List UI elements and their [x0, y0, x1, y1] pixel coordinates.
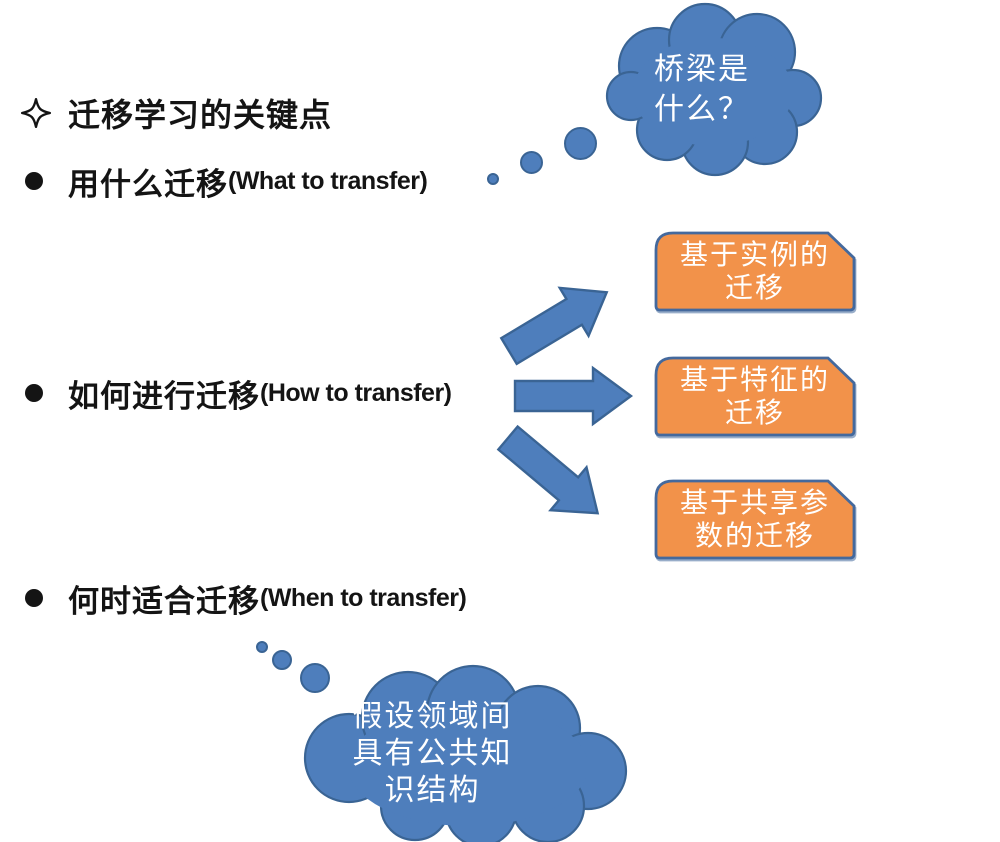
cloud-assumption-text: 假设领域间 具有公共知 识结构	[270, 698, 595, 809]
bullet-row-how-to-transfer: 如何进行迁移 (How to transfer)	[25, 372, 452, 414]
cloud-bridge-line: 什么？	[654, 93, 750, 126]
box-bg-shape	[654, 356, 856, 437]
arrows-group	[496, 286, 634, 515]
arrow-to-parameter-box	[496, 424, 600, 515]
cloud-assumption-line: 具有公共知	[352, 737, 513, 770]
four-pointed-star-icon	[20, 97, 52, 129]
cloud-shape-icon	[605, 2, 823, 177]
box-text-line: 数的迁移	[694, 521, 815, 552]
bullet-when-zh-text: 何时适合迁移	[68, 583, 260, 619]
box-bg-shape	[654, 479, 856, 560]
box-parameter-text: 基于共享参 数的迁移	[653, 487, 857, 553]
thought-cloud-assumption: 假设领域间 具有公共知 识结构	[303, 664, 628, 842]
arrow-to-instance-box	[499, 286, 609, 366]
cloud-bridge-text: 桥梁是 什么？	[593, 50, 811, 130]
cloud-bridge-line: 桥梁是	[654, 53, 750, 86]
box-instance-transfer: 基于实例的 迁移	[653, 230, 857, 313]
box-text-line: 迁移	[724, 398, 785, 429]
box-bg-shape	[654, 231, 856, 312]
thought-trail-dot-medium	[272, 650, 292, 670]
bullet-what-zh-text: 用什么迁移	[68, 166, 228, 202]
box-text-line: 迁移	[724, 273, 785, 304]
cloud-assumption-line: 识结构	[384, 774, 481, 807]
bullet-how-zh-text: 如何进行迁移	[68, 378, 260, 414]
bullet-what-en-text: (What to transfer)	[228, 166, 428, 195]
thought-trail-dot-large	[300, 663, 330, 693]
box-instance-text: 基于实例的 迁移	[653, 239, 857, 305]
bullet-row-when-to-transfer: 何时适合迁移 (When to transfer)	[25, 577, 467, 619]
bullet-how-en-text: (How to transfer)	[260, 378, 452, 407]
box-parameter-transfer: 基于共享参 数的迁移	[653, 478, 857, 561]
bullet-dot-icon	[25, 384, 43, 402]
box-feature-text: 基于特征的 迁移	[653, 364, 857, 430]
bullet-row-what-to-transfer: 用什么迁移 (What to transfer)	[25, 160, 428, 202]
cloud-shape-icon	[303, 664, 628, 842]
cloud-assumption-line: 假设领域间	[352, 700, 513, 733]
thought-trail-dot-small	[256, 641, 268, 653]
bullet-when-en-text: (When to transfer)	[260, 583, 467, 612]
thought-trail-dot-small	[487, 173, 499, 185]
slide-title-row: 迁移学习的关键点	[20, 90, 332, 136]
bullet-dot-icon	[25, 172, 43, 190]
box-feature-transfer: 基于特征的 迁移	[653, 355, 857, 438]
slide-title-text: 迁移学习的关键点	[68, 97, 333, 133]
thought-trail-dot-large	[564, 127, 597, 160]
arrow-to-feature-box	[513, 365, 634, 427]
thought-cloud-bridge: 桥梁是 什么？	[605, 2, 823, 178]
box-text-line: 基于特征的	[679, 365, 830, 396]
thought-trail-dot-medium	[520, 151, 543, 174]
box-text-line: 基于实例的	[679, 240, 830, 271]
bullet-dot-icon	[25, 589, 43, 607]
box-text-line: 基于共享参	[679, 488, 830, 519]
